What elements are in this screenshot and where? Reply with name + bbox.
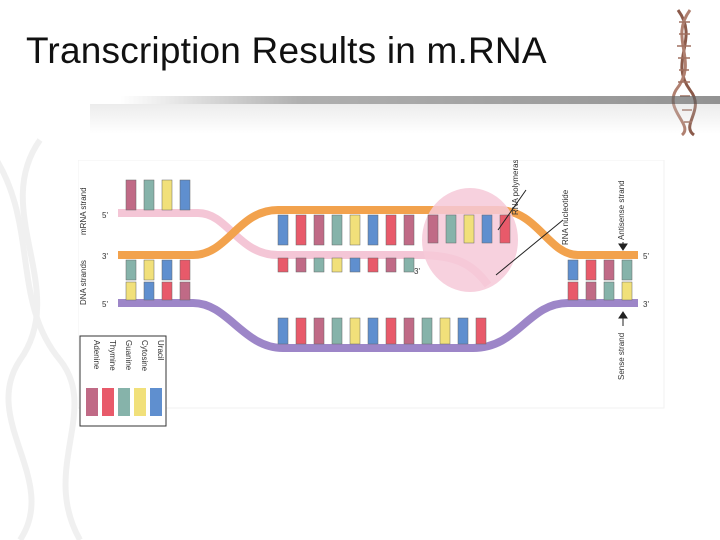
sense-base	[161, 281, 173, 301]
transcription-diagram: Adenine Thymine Guanine Cytosine Uracil …	[78, 160, 668, 430]
mrna-base	[161, 179, 173, 211]
sense-base	[125, 281, 137, 301]
antisense-base	[621, 259, 633, 281]
antisense-base	[125, 259, 137, 281]
sense-base	[385, 317, 397, 345]
sense-base	[403, 317, 415, 345]
label-antisense-3prime-left: 3'	[102, 252, 108, 261]
sense-base	[179, 281, 191, 301]
sense-base	[621, 281, 633, 301]
mrna-base	[385, 257, 397, 273]
label-mrna-5prime: 5'	[102, 211, 108, 220]
sense-base	[331, 317, 343, 345]
legend-guanine: Guanine	[124, 340, 133, 371]
sense-base	[585, 281, 597, 301]
base-legend: Adenine Thymine Guanine Cytosine Uracil	[79, 335, 167, 427]
label-sense-5prime-left: 5'	[102, 300, 108, 309]
faint-dna-watermark-left	[0, 138, 83, 540]
antisense-base	[313, 214, 325, 246]
legend-uracil: Uracil	[156, 340, 165, 361]
sense-base	[313, 317, 325, 345]
polymerase-base	[481, 214, 493, 244]
slide-title: Transcription Results in m.RNA	[26, 30, 547, 71]
sense-backbone	[118, 299, 638, 352]
sense-base	[421, 317, 433, 345]
sense-base	[439, 317, 451, 345]
title-shadow	[90, 104, 720, 134]
antisense-base	[385, 214, 397, 246]
polymerase-base	[445, 214, 457, 244]
sense-base	[603, 281, 615, 301]
legend-swatch-uracil	[150, 388, 162, 416]
antisense-base	[567, 259, 579, 281]
mrna-base	[331, 257, 343, 273]
label-dna-strands: DNA strands	[79, 260, 88, 305]
antisense-base	[295, 214, 307, 246]
antisense-base	[603, 259, 615, 281]
mrna-base	[349, 257, 361, 273]
sense-base	[277, 317, 289, 345]
antisense-base	[403, 214, 415, 246]
nucleotide-bases	[125, 179, 633, 345]
label-mrna-3prime: 3'	[414, 267, 420, 276]
legend-swatch-thymine	[102, 388, 114, 416]
mrna-base	[179, 179, 191, 211]
mrna-base	[277, 257, 289, 273]
sense-base	[349, 317, 361, 345]
sense-base	[367, 317, 379, 345]
antisense-base	[143, 259, 155, 281]
label-antisense-5prime-right: 5'	[643, 252, 649, 261]
antisense-base	[161, 259, 173, 281]
legend-cytosine: Cytosine	[140, 340, 149, 372]
legend-swatch-adenine	[86, 388, 98, 416]
antisense-base	[367, 214, 379, 246]
polymerase-base	[463, 214, 475, 244]
polymerase-base	[427, 214, 439, 244]
legend-swatch-guanine	[118, 388, 130, 416]
antisense-base	[349, 214, 361, 246]
mrna-base	[295, 257, 307, 273]
antisense-base	[277, 214, 289, 246]
mrna-base	[403, 257, 415, 273]
mrna-base	[313, 257, 325, 273]
legend-adenine: Adenine	[92, 340, 101, 370]
polymerase-base	[499, 214, 511, 244]
legend-thymine: Thymine	[108, 340, 117, 371]
sense-base	[567, 281, 579, 301]
label-sense-3prime-right: 3'	[643, 300, 649, 309]
antisense-backbone	[118, 206, 638, 259]
title-underline-bar	[120, 96, 720, 104]
antisense-base	[179, 259, 191, 281]
sense-base	[457, 317, 469, 345]
label-antisense-strand: Antisense strand	[617, 180, 626, 240]
sense-base	[295, 317, 307, 345]
sense-base	[143, 281, 155, 301]
mrna-base	[367, 257, 379, 273]
antisense-base	[585, 259, 597, 281]
label-rna-nucleotide: RNA nucleotide	[561, 189, 570, 245]
mrna-base	[143, 179, 155, 211]
mrna-base	[125, 179, 137, 211]
label-sense-strand: Sense strand	[617, 333, 626, 380]
label-rna-polymerase: RNA polymerase	[511, 160, 520, 215]
sense-base	[475, 317, 487, 345]
legend-swatch-cytosine	[134, 388, 146, 416]
antisense-base	[331, 214, 343, 246]
label-mrna-strand: mRNA strand	[79, 187, 88, 235]
pointer-arrows	[495, 189, 628, 326]
